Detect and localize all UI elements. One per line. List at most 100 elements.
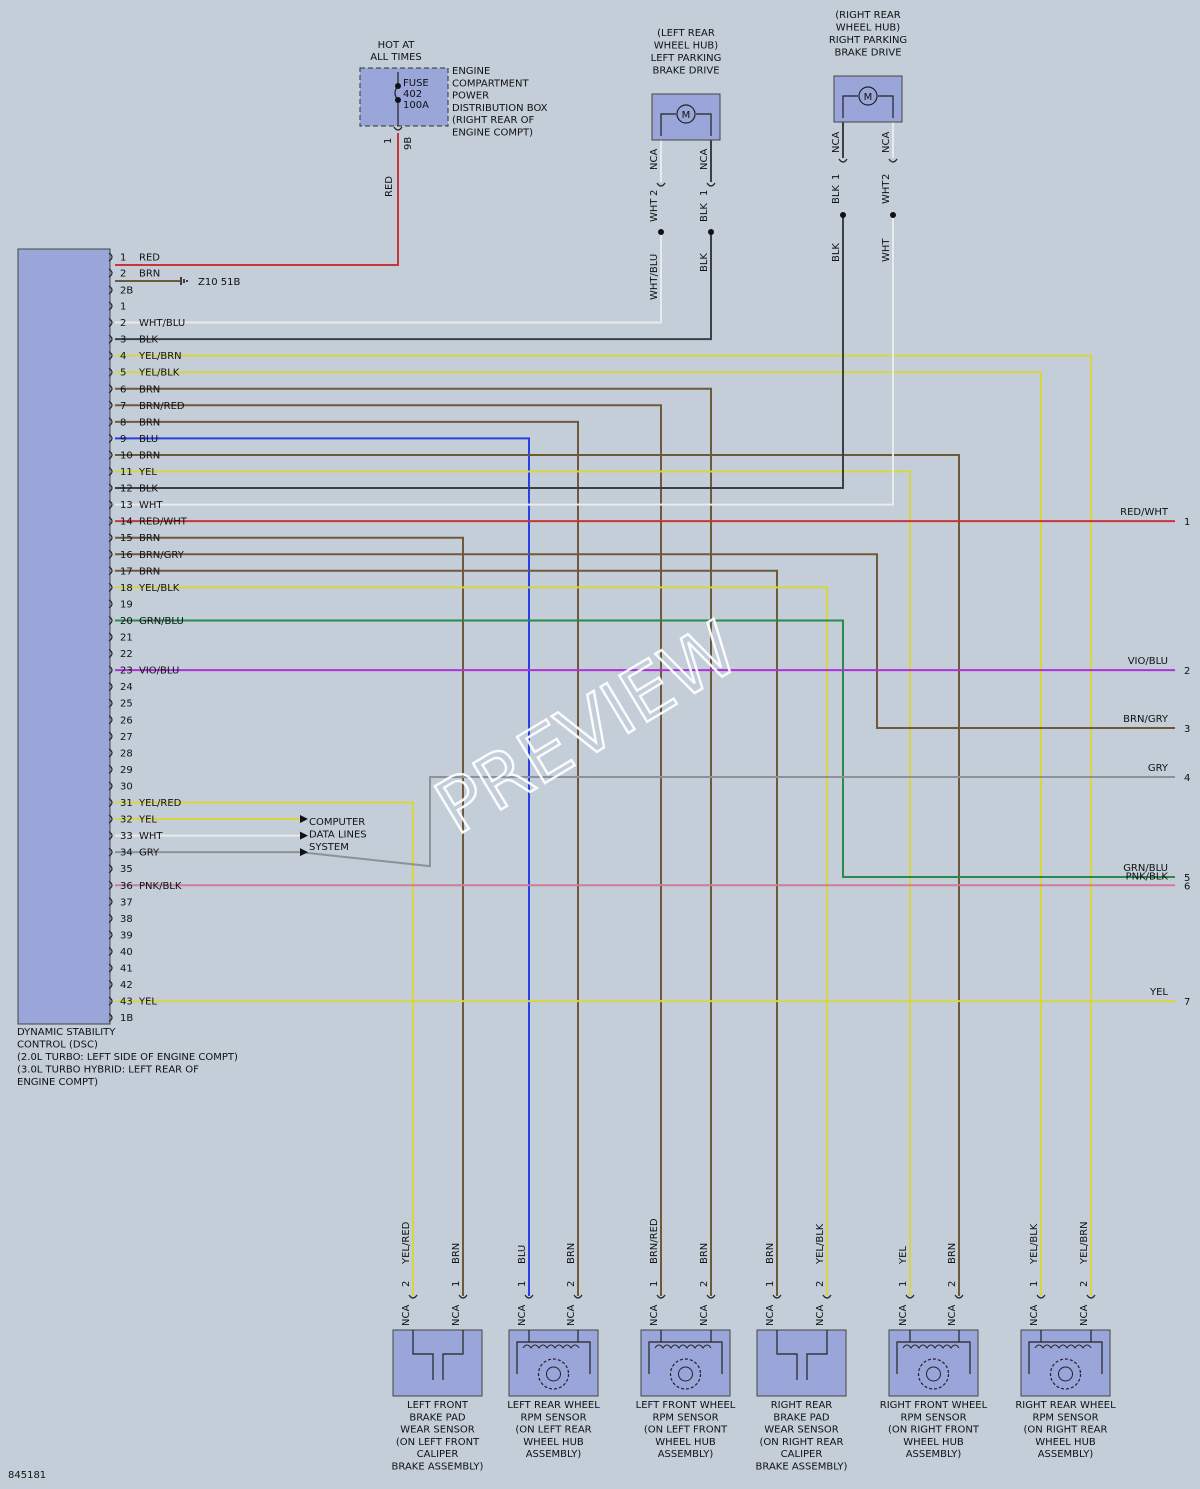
dsc-pin-wire-color: WHT (139, 500, 163, 511)
sensor-label: WEAR SENSOR (764, 1425, 839, 1436)
dsc-pin-wire-color: VIO/BLU (139, 666, 179, 677)
sensor-wire-color: BRN (699, 1243, 710, 1264)
dsc-pin-number: 24 (120, 682, 133, 693)
dsc-pin-connector (108, 996, 113, 1006)
sensor-pin-number: 2 (566, 1281, 577, 1287)
dsc-pin-number: 2B (120, 286, 133, 297)
nca-label: NCA (699, 1305, 710, 1326)
output-number: 5 (1184, 873, 1190, 884)
sensor-wire-color: BRN (947, 1243, 958, 1264)
right_drive-label: (RIGHT REAR (835, 10, 900, 21)
dsc-pin-number: 17 (120, 566, 133, 577)
sensor-wire-color: YEL (898, 1246, 909, 1265)
wire-blk (115, 232, 712, 341)
tone-wheel-icon (1049, 1358, 1082, 1390)
distribution-box-label: (RIGHT REAR OF (452, 115, 534, 126)
sensor-box (756, 1329, 847, 1397)
dsc-pin-number: 21 (120, 633, 133, 644)
sensor-connector (954, 1294, 964, 1299)
dsc-pin-wire-color: YEL/BLK (138, 368, 180, 379)
sensor-wire-color: BRN (451, 1243, 462, 1264)
dsc-pin-number: 19 (120, 599, 133, 610)
wire-wht-blu (115, 232, 662, 324)
wire-brn-10 (115, 453, 960, 1296)
dsc-pin-connector (108, 798, 113, 807)
dsc-module-label: CONTROL (DSC) (17, 1040, 98, 1051)
right_drive-label: BRAKE DRIVE (834, 48, 901, 59)
dsc-pin-connector (108, 748, 113, 758)
sensor-label: WHEEL HUB (523, 1437, 584, 1448)
motor-icon (858, 86, 878, 106)
sensor-label: BRAKE PAD (773, 1412, 830, 1423)
dsc-module-label: ENGINE COMPT) (17, 1077, 98, 1088)
dsc-pin-wire-color: BLK (139, 335, 158, 346)
motor-lead (660, 113, 712, 136)
computer-data-lines-label: DATA LINES (309, 830, 367, 841)
nca-label: NCA (765, 1305, 776, 1326)
dsc-pin-number: 29 (120, 765, 133, 776)
dsc-pin-wire-color: GRY (139, 848, 160, 859)
sensor-connector (524, 1294, 534, 1299)
sensor-label: RIGHT FRONT WHEEL (880, 1400, 988, 1411)
dsc-pin-connector (108, 500, 113, 510)
dsc-pin-number: 5 (120, 368, 126, 379)
sensor-label: WHEEL HUB (903, 1437, 964, 1448)
sensor-label: BRAKE PAD (409, 1412, 466, 1423)
left_drive-label: LEFT PARKING (651, 53, 722, 64)
dsc-pin-connector (108, 781, 113, 791)
dsc-pin-connector (108, 433, 113, 443)
dsc-pin-connector (108, 334, 113, 344)
sensor-box (888, 1329, 979, 1397)
wire-yel-11 (115, 470, 911, 1296)
wire-yel-red (115, 801, 414, 1296)
coil-icon (522, 1344, 580, 1349)
dsc-pin-wire-color: YEL (138, 815, 157, 826)
dsc-pin-number: 2 (120, 318, 126, 329)
sensor-label: BRAKE ASSEMBLY) (392, 1462, 484, 1473)
nca-label: NCA (649, 1305, 660, 1326)
sensor-pin-number: 1 (451, 1281, 462, 1287)
dsc-pin-connector (108, 632, 113, 642)
sensor-label: (ON LEFT REAR (515, 1425, 591, 1436)
dsc-pin-number: 18 (120, 583, 133, 594)
right-drive-wire-label: WHT (881, 238, 892, 262)
computer-data-lines-label: COMPUTER (309, 817, 365, 828)
sensor-label: (ON LEFT FRONT (644, 1425, 728, 1436)
sensor-label: ASSEMBLY) (658, 1449, 714, 1460)
wire-brn-red (115, 404, 662, 1296)
dsc-pin-number: 10 (120, 450, 133, 461)
dsc-pin-number: 1 (120, 302, 126, 313)
sensor-label: (ON LEFT FRONT (396, 1437, 480, 1448)
rotation-icon (1058, 1366, 1073, 1382)
dsc-pin-connector (108, 301, 113, 311)
dsc-pin-wire-color: GRN/BLU (139, 616, 184, 627)
dsc-pin-connector (108, 582, 113, 592)
dsc-pin-number: 14 (120, 517, 133, 528)
dsc-pin-number: 40 (120, 947, 133, 958)
wires-layer (115, 122, 1175, 1296)
sensor-connector (1086, 1294, 1096, 1299)
motor-icon (676, 104, 696, 124)
left-drive-pin-number: 2 (649, 190, 660, 196)
dsc-pin-number: 1 (120, 253, 126, 264)
rpm-sensor-lead (528, 1330, 579, 1342)
fuse-pin-number: 9B (403, 137, 414, 150)
output-number: 7 (1184, 997, 1190, 1008)
dsc-pin-wire-color: BRN (139, 533, 160, 544)
left-drive-pin-color: BLK (699, 203, 710, 222)
fuse-text: 402 (403, 89, 422, 100)
dsc-pin-connector (108, 450, 113, 460)
dsc-pin-number: 8 (120, 417, 126, 428)
dsc-pin-connector (108, 566, 113, 576)
output-wire-color: BRN/GRY (1123, 714, 1169, 725)
dsc-pin-wire-color: RED/WHT (139, 517, 188, 528)
left-drive-pin-color: WHT (649, 198, 660, 222)
sensor-label: WHEEL HUB (1035, 1437, 1096, 1448)
dsc-pin-wire-color: BLK (139, 484, 158, 495)
dsc-pin-number: 32 (120, 815, 133, 826)
fuse-text: 100A (403, 100, 429, 111)
dsc-module (17, 248, 111, 1025)
wire-brn-15 (115, 536, 464, 1296)
rotation-icon (678, 1366, 693, 1382)
